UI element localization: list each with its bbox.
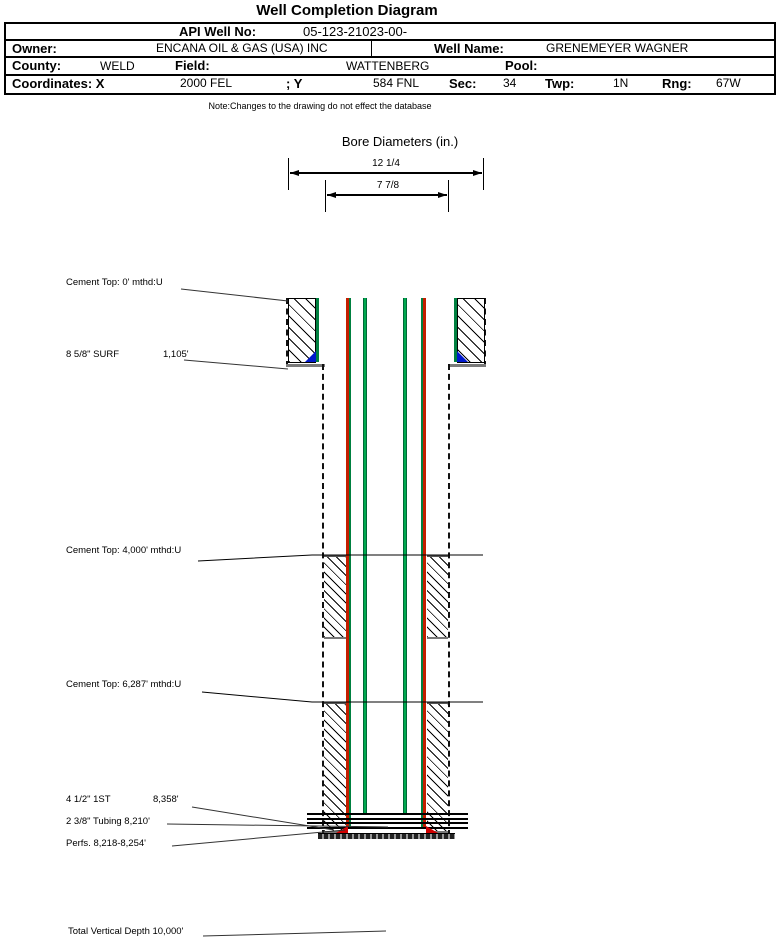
liner-casing-right (421, 298, 423, 827)
borehole-wall-outer-right (484, 298, 486, 367)
coordinates-label: Coordinates: X (12, 76, 105, 91)
owner-label: Owner: (12, 41, 57, 56)
rng-label: Rng: (662, 76, 692, 91)
rng-value: 67W (716, 76, 741, 90)
leader-cement-top-surface (180, 288, 289, 302)
surface-casing-label: 8 5/8" SURF (66, 349, 120, 360)
production-casing-left (346, 298, 349, 827)
twp-value: 1N (613, 76, 629, 90)
borehole-step-right (449, 364, 486, 367)
casing-shoe-right (457, 351, 468, 362)
county-value: WELD (100, 59, 135, 73)
outer-diameter-arrow (290, 169, 482, 176)
owner-value: ENCANA OIL & GAS (USA) INC (156, 41, 328, 55)
leader-surface-casing (183, 359, 289, 370)
surface-casing-right (454, 298, 457, 362)
borehole-wall-inner-left (322, 364, 324, 836)
well-info-table: API Well No: 05-123-21023-00- Owner: ENC… (4, 22, 776, 95)
perf-line (307, 818, 468, 820)
perfs-label: Perfs. 8,218-8,254' (66, 838, 146, 849)
leader-tvd (202, 930, 387, 937)
api-well-no-value: 05-123-21023-00- (303, 24, 408, 39)
tubing-label: 2 3/8" Tubing 8,210' (66, 816, 150, 827)
coordinates-x-value: 2000 FEL (180, 76, 233, 90)
note-text: Note:Changes to the drawing do not effec… (208, 101, 432, 111)
liner-casing-left (349, 298, 351, 827)
perf-line (307, 822, 468, 824)
dim-tick-inner-left (325, 180, 326, 212)
pool-label: Pool: (505, 58, 538, 73)
sec-value: 34 (503, 76, 517, 90)
casing-shoe-left (305, 351, 316, 362)
table-row-coordinates: Coordinates: X 2000 FEL ; Y 584 FNL Sec:… (6, 76, 774, 93)
production-casing-depth: 8,358' (153, 794, 179, 805)
tubing-string-right (403, 298, 407, 815)
perf-line (307, 813, 468, 815)
tvd-label: Total Vertical Depth 10,000' (68, 926, 184, 937)
borehole-step-left (286, 364, 325, 367)
surface-casing-left (316, 298, 319, 362)
leader-cement-top-6287 (201, 691, 483, 703)
cement-4000-left (324, 555, 346, 639)
table-row-county: County: WELD Field: WATTENBERG Pool: (6, 58, 774, 76)
inner-diameter-arrow (327, 191, 447, 198)
borehole-wall-outer-left (286, 298, 288, 367)
perf-marker-right (426, 826, 438, 833)
cement-4000-right (427, 555, 448, 639)
cell-divider (371, 41, 372, 56)
inner-diameter-label: 7 7/8 (376, 180, 400, 191)
coordinates-y-value: 584 FNL (373, 76, 420, 90)
perf-line (307, 827, 468, 829)
bore-diameters-title: Bore Diameters (in.) (341, 134, 459, 149)
api-well-no-label: API Well No: (179, 24, 257, 39)
production-casing-right (423, 298, 426, 827)
cement-top-6287-label: Cement Top: 6,287' mthd:U (66, 679, 182, 690)
well-bottom (318, 833, 455, 839)
twp-label: Twp: (545, 76, 575, 91)
page-title: Well Completion Diagram (256, 2, 438, 19)
coordinates-y-label: ; Y (286, 76, 303, 91)
sec-label: Sec: (449, 76, 477, 91)
cement-top-surface-label: Cement Top: 0' mthd:U (66, 277, 163, 288)
field-label: Field: (175, 58, 210, 73)
arrowhead-left-icon (327, 191, 336, 198)
table-row-api: API Well No: 05-123-21023-00- (6, 24, 774, 41)
perf-marker-left (336, 826, 348, 833)
table-row-owner: Owner: ENCANA OIL & GAS (USA) INC Well N… (6, 41, 774, 58)
field-value: WATTENBERG (346, 59, 430, 73)
tubing-string-left (363, 298, 367, 815)
county-label: County: (12, 58, 62, 73)
surface-casing-depth: 1,105' (163, 349, 189, 360)
borehole-wall-inner-right (448, 364, 450, 836)
dim-tick-inner-right (448, 180, 449, 212)
well-name-label: Well Name: (434, 41, 504, 56)
dim-tick-outer-left (288, 158, 289, 190)
dim-tick-outer-right (483, 158, 484, 190)
arrowhead-right-icon (473, 169, 482, 176)
well-name-value: GRENEMEYER WAGNER (546, 41, 689, 55)
arrowhead-left-icon (290, 169, 299, 176)
cement-top-4000-label: Cement Top: 4,000' mthd:U (66, 545, 182, 556)
arrowhead-right-icon (438, 191, 447, 198)
outer-diameter-label: 12 1/4 (372, 158, 400, 169)
production-casing-label: 4 1/2" 1ST (66, 794, 111, 805)
